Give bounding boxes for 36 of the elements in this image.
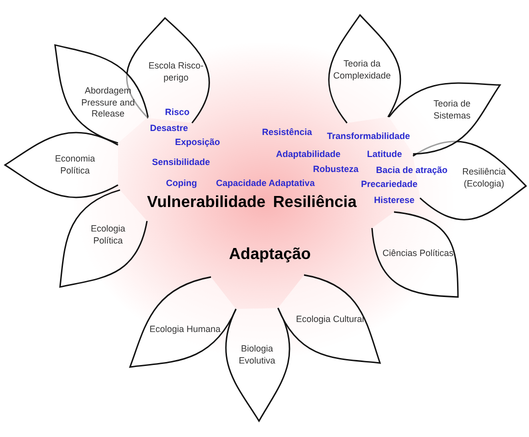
term-label: Desastre <box>150 123 188 133</box>
petal-label: Ecologia Política <box>90 223 126 247</box>
term-label: Coping <box>166 178 197 188</box>
petal-label: Ecologia Cultural <box>294 314 366 326</box>
term-label: Precariedade <box>361 179 418 189</box>
petal-label: Teoria de Sistemas <box>432 98 472 122</box>
petal-label: Abordagem Pressure and Release <box>80 85 136 121</box>
term-label: Capacidade Adaptativa <box>216 178 315 188</box>
term-label: Risco <box>165 107 190 117</box>
petal-shape <box>59 189 148 288</box>
term-label: Sensibilidade <box>152 157 210 167</box>
term-label: Latitude <box>367 149 402 159</box>
term-label: Histerese <box>374 195 415 205</box>
term-label: Robusteza <box>313 164 359 174</box>
concept-label: Resiliência <box>273 194 357 212</box>
petal-shape <box>224 307 290 422</box>
petal-shape <box>129 276 237 368</box>
term-label: Bacia de atração <box>376 165 448 175</box>
petal-label: Escola Risco-perigo <box>147 60 204 84</box>
petal-shape <box>371 211 459 298</box>
term-label: Transformabilidade <box>327 131 410 141</box>
term-label: Adaptabilidade <box>276 149 341 159</box>
petal-label: Economia Política <box>54 153 96 177</box>
term-label: Exposição <box>175 137 220 147</box>
concept-label: Vulnerabilidade <box>147 194 266 212</box>
petal-label: Ciências Políticas <box>381 248 455 260</box>
petal-shape <box>4 131 119 198</box>
petal-label: Teoria da Complexidade <box>332 58 392 82</box>
concept-label: Adaptação <box>229 246 311 264</box>
petal-label: Resiliência (Ecologia) <box>461 166 507 190</box>
term-label: Resistência <box>262 127 312 137</box>
petal-shape <box>54 44 149 144</box>
petal-label: Ecologia Humana <box>148 324 222 336</box>
petal-shape <box>277 274 381 364</box>
petal-shape <box>327 14 401 124</box>
petal-label: Biologia Evolutiva <box>238 343 276 367</box>
